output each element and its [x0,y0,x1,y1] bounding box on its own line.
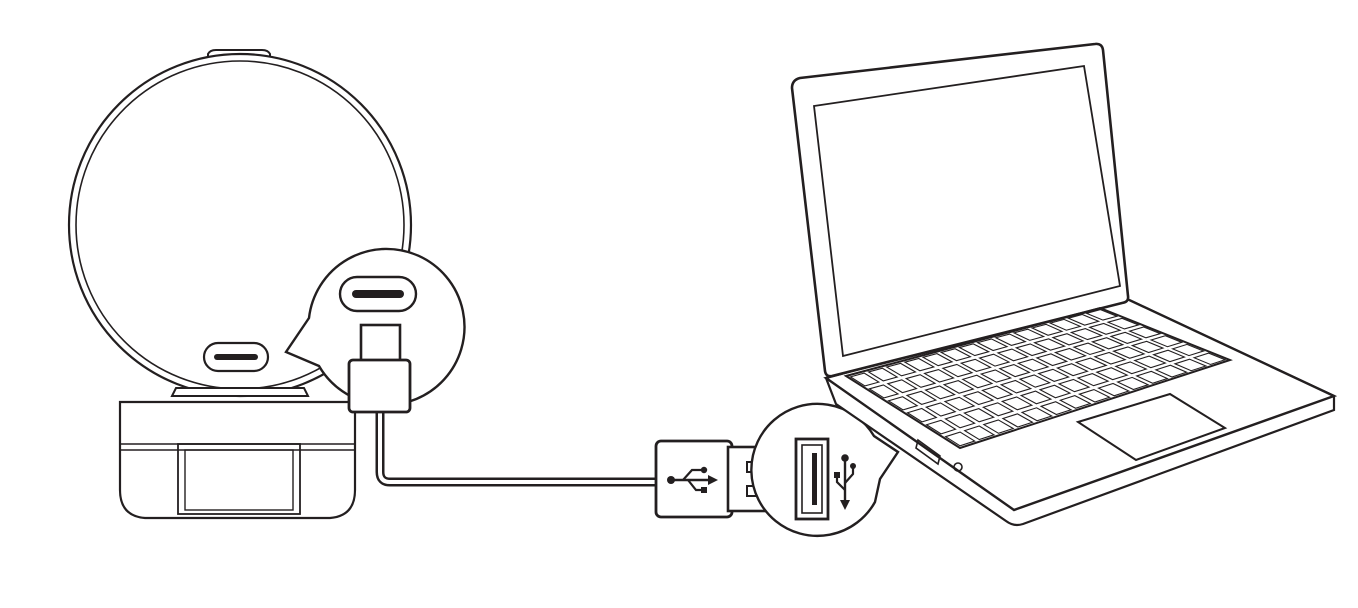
keyboard-key [1093,351,1127,365]
keyboard-key [1133,355,1167,369]
keyboard-key [887,396,919,411]
keyboard-key [1074,357,1108,371]
keyboard-key [963,408,996,423]
usb-a-port-icon [750,402,900,537]
keyboard-key [1019,390,1053,405]
keyboard-key [976,338,1009,352]
keyboard-key [1016,358,1050,372]
keyboard-key [1048,318,1082,331]
keyboard-key [1135,370,1169,384]
keyboard-key [942,380,975,394]
keyboard-key [1037,368,1070,382]
keyboard-key [943,396,976,411]
keyboard-key [1192,352,1227,366]
keyboard-key [996,348,1030,362]
keyboard-key [1116,376,1150,391]
keyboard-key [905,390,938,405]
keyboard-key [868,384,900,399]
keyboard-key [982,419,1015,434]
keyboard-key [1018,374,1052,388]
keyboard-key [1149,335,1184,348]
keyboard-key [1130,340,1165,354]
keyboard-key [906,407,938,423]
keyboard-key [1014,343,1048,357]
keyboard-key [1077,388,1111,403]
keyboard-key [963,425,996,441]
keyboard-key [1069,327,1104,341]
keyboard-key [998,363,1031,378]
keyboard-key [1152,349,1186,363]
keyboard-key [944,413,976,429]
usb-symbol-icon [667,466,718,493]
keyboard-key [903,357,936,372]
keyboard-key [1033,338,1067,351]
keyboard-key [994,333,1027,347]
keyboard-key [959,358,992,372]
keyboard-key [981,385,1014,400]
keyboard-key [1154,364,1189,378]
keyboard-key [961,374,994,389]
keyboard-key [924,385,956,400]
keyboard-key [999,379,1033,394]
keyboard-key [1020,407,1054,422]
keyboard-key [921,353,954,367]
keyboard-key [941,363,974,378]
keyboard-key [957,343,991,357]
keyboard-key [867,367,899,382]
keyboard-key [1012,328,1046,341]
keyboard-key [923,368,955,383]
keyboard-keys [849,309,1227,447]
keyboard-key [1053,347,1087,361]
usb-cable-icon [347,323,662,487]
keyboard-key [1051,333,1085,346]
keyboard-key [886,379,918,394]
keyboard-key [1097,382,1131,397]
keyboard-key [1112,346,1146,359]
keyboard-key [939,348,972,362]
keyboard-key [981,402,1015,417]
laptop-icon [790,42,1338,527]
keyboard-key [885,362,917,377]
keyboard-key [1058,395,1092,409]
keyboard-key [1173,358,1208,372]
keyboard-key [1109,331,1144,344]
keyboard-key [1001,413,1034,428]
usb-symbol-icon [834,454,856,510]
keyboard-key [925,419,957,435]
keyboard-key [1055,363,1089,377]
keyboard-key [1066,313,1101,326]
keyboard-key [1088,322,1122,335]
keyboard-key [1170,343,1206,357]
keyboard-key [1106,317,1141,330]
keyboard-key [979,369,1013,383]
keyboard-key [1127,326,1162,339]
keyboard-key [904,374,937,388]
keyboard-key [1000,396,1034,411]
keyboard-key [1076,373,1110,387]
keyboard-key [1035,353,1069,367]
keyboard-key [1057,378,1091,393]
keyboard-key [1090,337,1125,350]
keyboard-key [944,431,976,447]
keyboard-key [1030,323,1064,336]
keyboard-key [1114,361,1148,375]
keyboard-key [1072,342,1106,356]
keyboard-key [1084,309,1119,321]
keyboard-key [1038,384,1072,399]
keyboard-key [978,353,1011,367]
keyboard-key [1095,367,1129,381]
keyboard-key [962,391,995,406]
keyboard-key [924,402,957,417]
keyboard-key [1039,401,1073,416]
keyboard-key [849,372,881,387]
